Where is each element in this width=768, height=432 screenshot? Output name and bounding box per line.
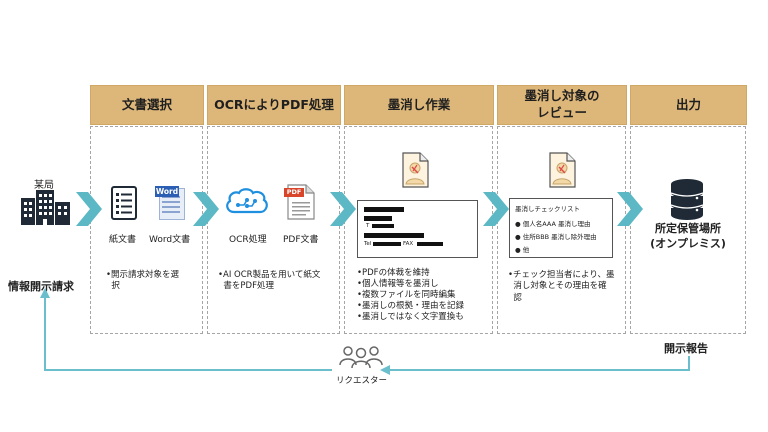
redacted-document-preview: T Tel FAX (357, 200, 478, 258)
info-disclosure-request-label: 情報開示請求 (8, 280, 74, 293)
stage-header-ocr-pdf: OCRによりPDF処理 (207, 85, 341, 125)
storage-line2: (オンプレミス) (650, 236, 726, 250)
checklist-item: ● 住所BBB 墨消し除外理由 (515, 233, 597, 241)
doc-line-fax: FAX (403, 241, 414, 247)
bullet-item: 書をPDF処理 (218, 281, 274, 292)
stage-header-label: 文書選択 (121, 96, 172, 112)
stage-header-label: OCRによりPDF処理 (214, 96, 334, 112)
stage2-bullets: •AI OCR製品を用いて紙文 書をPDF処理 (218, 270, 320, 293)
stage-header-label: 墨消し作業 (387, 96, 451, 112)
redaction-bar (372, 224, 394, 228)
flow-arrow-5 (617, 192, 643, 226)
bullet-item: •墨消しの根拠・理由を記録 (357, 301, 465, 312)
redaction-bar (364, 207, 404, 212)
paper-document-icon (111, 186, 137, 220)
doc-line-t: T (366, 223, 370, 229)
word-badge: Word (155, 186, 179, 197)
redaction-checklist-card: 墨消しチェックリスト ● 個人名AAA 墨消し理由 ● 住所BBB 墨消し除外理… (509, 198, 613, 258)
stage-header-label: 出力 (675, 96, 701, 112)
requester-group-icon (339, 346, 383, 369)
building-icon (21, 190, 70, 225)
stage-header-label-line1: 墨消し対象の (524, 88, 600, 104)
redacted-person-document-icon (402, 152, 429, 188)
database-storage-icon (670, 179, 704, 220)
redaction-bar (417, 242, 443, 246)
bullet-item: •AI OCR製品を用いて紙文 (218, 270, 321, 280)
stage1-bullets: •開示請求対象を選 択 (106, 270, 179, 293)
checklist-item: ● 個人名AAA 墨消し理由 (515, 220, 591, 228)
redaction-bar (373, 242, 401, 246)
bullet-item: •PDFの体裁を維持 (357, 268, 430, 278)
word-document-icon: Word (155, 186, 185, 220)
stage-box-ocr-pdf (207, 126, 340, 334)
redaction-bar (364, 233, 424, 238)
stage4-bullets: •チェック担当者により、墨 消し対象とその理由を確 認 (508, 270, 615, 304)
bullet-item: •チェック担当者により、墨 (508, 270, 615, 280)
bullet-item: •開示請求対象を選 (106, 270, 180, 280)
stage-header-output: 出力 (630, 85, 747, 125)
ocr-brain-icon (226, 188, 268, 214)
paper-document-label: 紙文書 (109, 235, 137, 245)
reviewed-person-document-icon (549, 152, 576, 188)
pdf-badge: PDF (284, 188, 304, 197)
storage-location-label: 所定保管場所 (オンプレミス) (648, 222, 728, 252)
stage-box-document-selection (90, 126, 203, 334)
ocr-processing-label: OCR処理 (229, 235, 267, 245)
doc-line-tel: Tel (364, 241, 372, 247)
flow-arrow-2 (193, 192, 219, 226)
stage-header-review: 墨消し対象の レビュー (497, 85, 627, 125)
stage3-bullets: •PDFの体裁を維持 •個人情報等を墨消し •複数ファイルを同時編集 •墨消しの… (357, 268, 464, 323)
bullet-item: 消し対象とその理由を確 (508, 281, 607, 292)
pdf-document-icon: PDF (284, 184, 316, 220)
flow-arrow-3 (330, 192, 356, 226)
requester-label: リクエスター (336, 376, 388, 386)
word-document-label: Word文書 (149, 235, 191, 245)
storage-line1: 所定保管場所 (655, 222, 721, 235)
stage-box-output (630, 126, 746, 334)
redaction-bar (364, 216, 392, 221)
bullet-item: 認 (508, 292, 522, 303)
stage-header-redaction: 墨消し作業 (344, 85, 494, 125)
pdf-document-label: PDF文書 (283, 235, 319, 245)
checklist-item: ● 他 (515, 246, 530, 254)
flow-arrow-1 (76, 192, 102, 226)
agency-label: 某局 (34, 180, 54, 191)
stage-header-document-selection: 文書選択 (90, 85, 204, 125)
bullet-item: •複数ファイルを同時編集 (357, 290, 456, 301)
flow-arrow-4 (483, 192, 509, 226)
bullet-item: •墨消しではなく文字置換も (357, 312, 464, 323)
bullet-item: •個人情報等を墨消し (357, 279, 439, 290)
stage-header-label-line2: レビュー (536, 105, 587, 120)
bullet-item: 択 (106, 281, 120, 292)
disclosure-report-label: 開示報告 (664, 342, 708, 355)
checklist-title: 墨消しチェックリスト (515, 205, 580, 213)
